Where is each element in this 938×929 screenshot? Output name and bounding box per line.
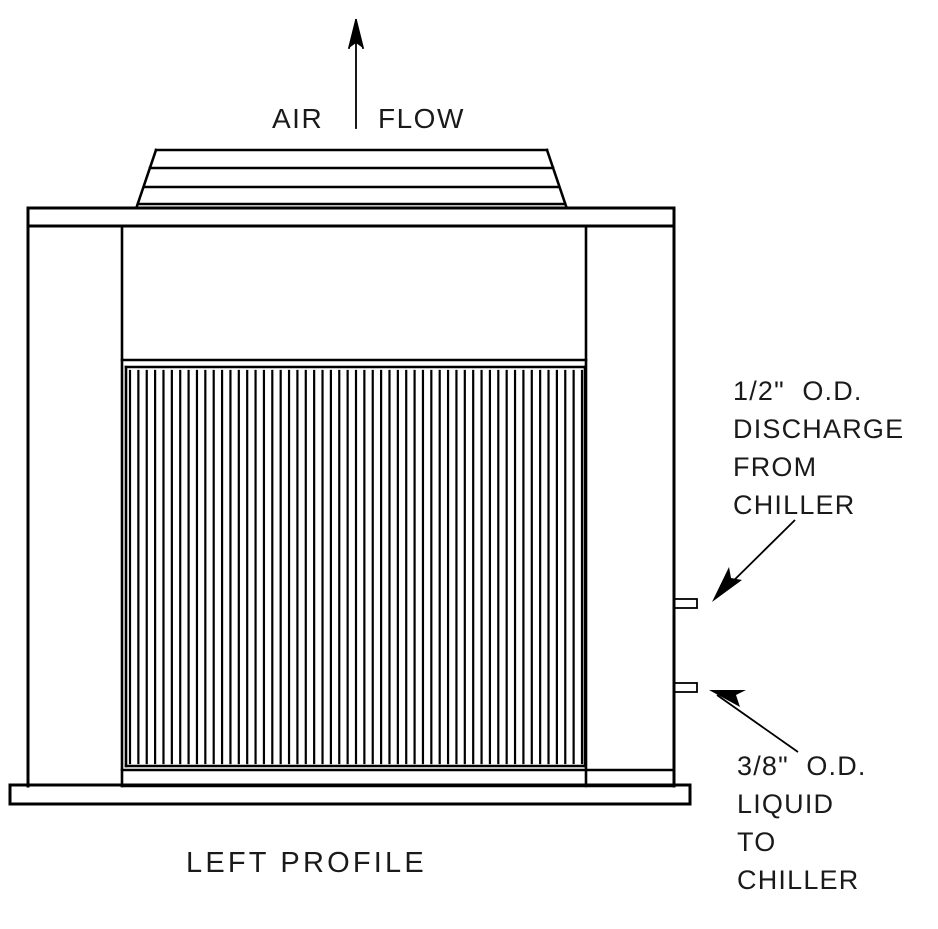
discharge-callout-line-3: FROM [733,452,817,482]
fan-shroud [135,148,568,208]
coil-block-outline [124,365,587,768]
liquid-callout-line-4: CHILLER [737,865,859,895]
liquid-callout-line-2: LIQUID [737,789,834,819]
airflow-label-right: FLOW [378,103,465,134]
discharge-callout-line-2: DISCHARGE [733,414,904,444]
upper-pipe-stub [673,598,698,609]
coil-fins [128,369,584,765]
cabinet-top-band [26,206,676,228]
base-plate [8,783,692,806]
airflow-label-left: AIR [272,103,323,134]
discharge-callout-line-4: CHILLER [733,490,855,520]
airflow-arrow [347,18,365,129]
discharge-callout-line-1: 1/2" O.D. [733,376,863,406]
liquid-leader-line [709,690,799,753]
drawing-caption: LEFT PROFILE [186,847,427,879]
liquid-callout-line-1: 3/8" O.D. [737,751,867,781]
lower-pipe-stub [673,682,698,693]
discharge-leader-line [712,519,796,602]
liquid-callout-line-3: TO [737,827,776,857]
